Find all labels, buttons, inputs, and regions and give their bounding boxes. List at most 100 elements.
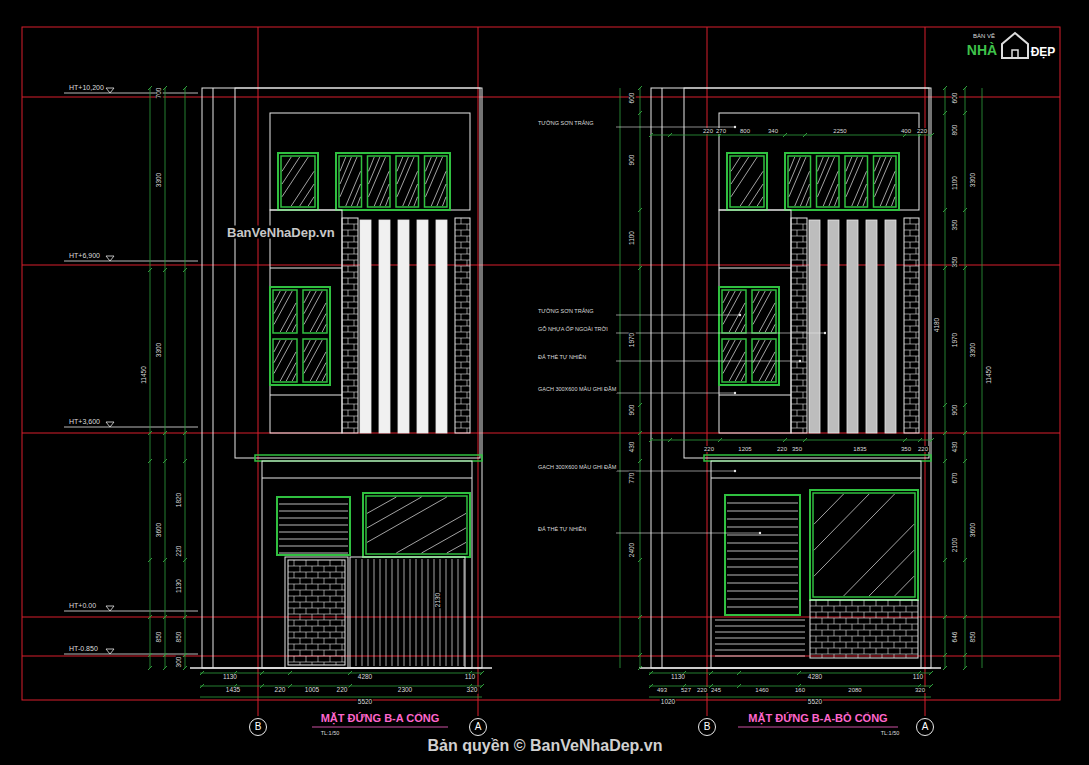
brick-joint <box>461 338 462 344</box>
brick-course <box>342 248 358 249</box>
dimension-text: 220 <box>703 446 715 452</box>
brick-joint <box>816 636 817 642</box>
brick-joint <box>467 380 468 386</box>
window-pane <box>273 339 297 382</box>
brick-joint <box>467 344 468 350</box>
dimension-text: 220 <box>696 687 708 693</box>
louvre-slat <box>279 525 348 526</box>
brick-joint <box>348 398 349 404</box>
glass-hatch <box>757 197 763 206</box>
brick-joint <box>797 362 798 368</box>
brick-joint <box>336 602 337 608</box>
dimension-tick <box>163 653 167 657</box>
brick-course <box>342 362 358 363</box>
dimension-tick <box>963 615 967 619</box>
glass-hatch <box>753 340 759 352</box>
brick-course <box>791 428 807 429</box>
brick-joint <box>354 368 355 374</box>
brick-joint <box>354 404 355 410</box>
gate-bar <box>416 559 417 666</box>
brick-course <box>342 404 358 405</box>
brick-course <box>791 236 807 237</box>
brick-joint <box>797 374 798 380</box>
level-mark-symbol <box>106 88 114 93</box>
brick-joint <box>336 662 337 665</box>
brick-course <box>455 368 470 369</box>
brick-course <box>791 338 807 339</box>
glass-hatch <box>397 157 408 184</box>
glass-hatch <box>380 184 389 206</box>
outer-wall <box>202 88 482 668</box>
floor-two-panel <box>719 210 791 433</box>
brick-joint <box>894 606 895 612</box>
brick-joint <box>348 326 349 332</box>
louvre-slat <box>727 527 798 528</box>
brick-course <box>288 572 345 573</box>
brick-panel <box>904 218 919 433</box>
dimension-tick <box>638 459 642 463</box>
brick-joint <box>803 380 804 386</box>
glass-hatch <box>308 197 314 206</box>
brick-joint <box>342 620 343 626</box>
brick-joint <box>348 242 349 248</box>
glass-hatch <box>304 340 310 352</box>
brick-joint <box>342 560 343 566</box>
glass-hatch <box>291 171 314 206</box>
dimension-text: 220 <box>917 446 929 452</box>
glass-hatch <box>292 373 296 381</box>
brick-joint <box>294 596 295 602</box>
brick-joint <box>294 572 295 578</box>
gate-bar <box>398 559 399 666</box>
title-text: MẶT ĐỨNG B-A-BỎ CỔNG <box>747 713 888 724</box>
glass-hatch <box>729 303 745 332</box>
axis-grid-line <box>258 27 259 716</box>
dimension-tick <box>260 684 264 688</box>
dimension-text: 850 <box>970 631 977 644</box>
glass-hatch <box>426 157 443 197</box>
brick-joint <box>467 224 468 230</box>
brick-joint <box>300 602 301 608</box>
brick-joint <box>888 636 889 642</box>
brick-joint <box>803 236 804 242</box>
dimension-text: 300 <box>176 656 183 669</box>
glass-hatch <box>818 157 835 197</box>
glass-hatch <box>765 314 775 332</box>
stone-joint <box>711 478 921 479</box>
brick-course <box>288 578 345 579</box>
brick-joint <box>803 284 804 290</box>
brick-course <box>342 224 358 225</box>
dimension-text: 270 <box>715 128 727 134</box>
gate-bar <box>356 559 357 666</box>
brick-joint <box>900 612 901 618</box>
brick-panel <box>288 560 345 665</box>
leader-line <box>616 315 740 316</box>
brick-joint <box>912 600 913 606</box>
brick-course <box>791 410 807 411</box>
glass-hatch <box>789 157 806 197</box>
brick-joint <box>330 656 331 662</box>
brick-joint <box>828 624 829 630</box>
brick-joint <box>348 218 349 224</box>
brick-course <box>904 338 919 339</box>
dimension-tick <box>649 438 653 442</box>
ground-floor-wall <box>262 461 472 668</box>
brick-joint <box>461 422 462 428</box>
dimension-tick <box>163 666 167 670</box>
dimension-text: 5520 <box>807 699 823 706</box>
dimension-text: 320 <box>914 687 926 693</box>
brick-joint <box>467 356 468 362</box>
glass-hatch <box>340 157 351 184</box>
dimension-tick <box>183 653 187 657</box>
brick-course <box>288 662 345 663</box>
dimension-tick <box>163 86 167 90</box>
dimension-text: 1130 <box>176 578 183 594</box>
louvre-slat <box>727 591 798 592</box>
brick-joint <box>916 380 917 386</box>
glass-hatch <box>735 314 745 332</box>
material-note: TƯỜNG SƠN TRẮNG <box>537 121 595 127</box>
glass-hatch <box>304 291 322 324</box>
axis-letter: B <box>704 722 711 732</box>
stone-joint <box>719 268 791 269</box>
brick-course <box>342 350 358 351</box>
brick-joint <box>858 630 859 636</box>
